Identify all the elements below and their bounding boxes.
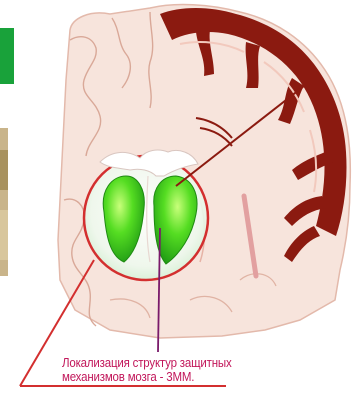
caption-line-2: механизмов мозга - 3ММ. [62, 370, 283, 384]
diagram-caption: Локализация структур защитных механизмов… [62, 356, 283, 384]
caption-line-1: Локализация структур защитных [62, 356, 283, 370]
left-crop-photo [0, 128, 8, 276]
left-crop-green-tab [0, 28, 14, 84]
